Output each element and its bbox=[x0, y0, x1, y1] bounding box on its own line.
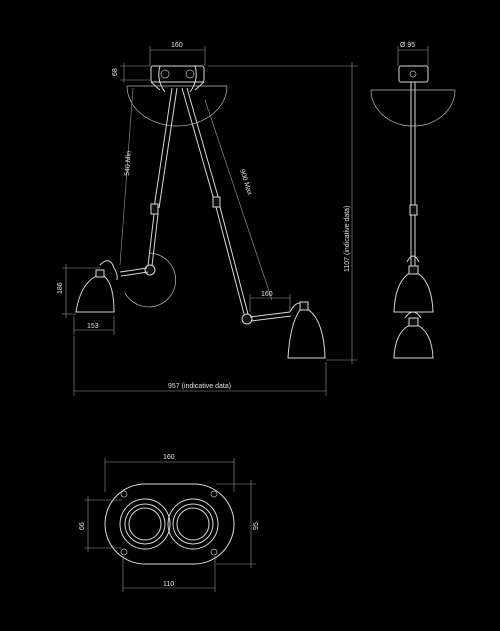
plate-view: 160 66 95 110 bbox=[79, 454, 260, 592]
front-view: 160 68 186 bbox=[57, 42, 358, 396]
mounting-plate bbox=[104, 483, 235, 565]
dim-top-width: 160 bbox=[171, 42, 183, 49]
dim-lower-arm: 160 bbox=[261, 291, 273, 298]
ceiling-plate bbox=[150, 65, 205, 83]
dim-plate-height: 95 bbox=[253, 522, 260, 530]
dim-arm-min: 540 Min bbox=[124, 151, 133, 176]
dim-plate-width: 160 bbox=[163, 454, 175, 461]
dim-plate-hole-spacing: 110 bbox=[163, 581, 174, 588]
dim-side-diameter: Ø 95 bbox=[400, 42, 415, 49]
dim-plate-inner-height: 66 bbox=[79, 522, 86, 530]
dim-total-width: 957 (indicative data) bbox=[168, 383, 231, 390]
side-view: Ø 95 bbox=[370, 42, 456, 359]
dim-top-height: 68 bbox=[112, 68, 119, 76]
dim-shade-width: 153 bbox=[87, 323, 99, 330]
dim-arm-max: 900 Max bbox=[238, 168, 253, 196]
dim-shade-height: 186 bbox=[57, 282, 64, 294]
dim-total-height: 1107 (indicative data) bbox=[344, 206, 351, 272]
